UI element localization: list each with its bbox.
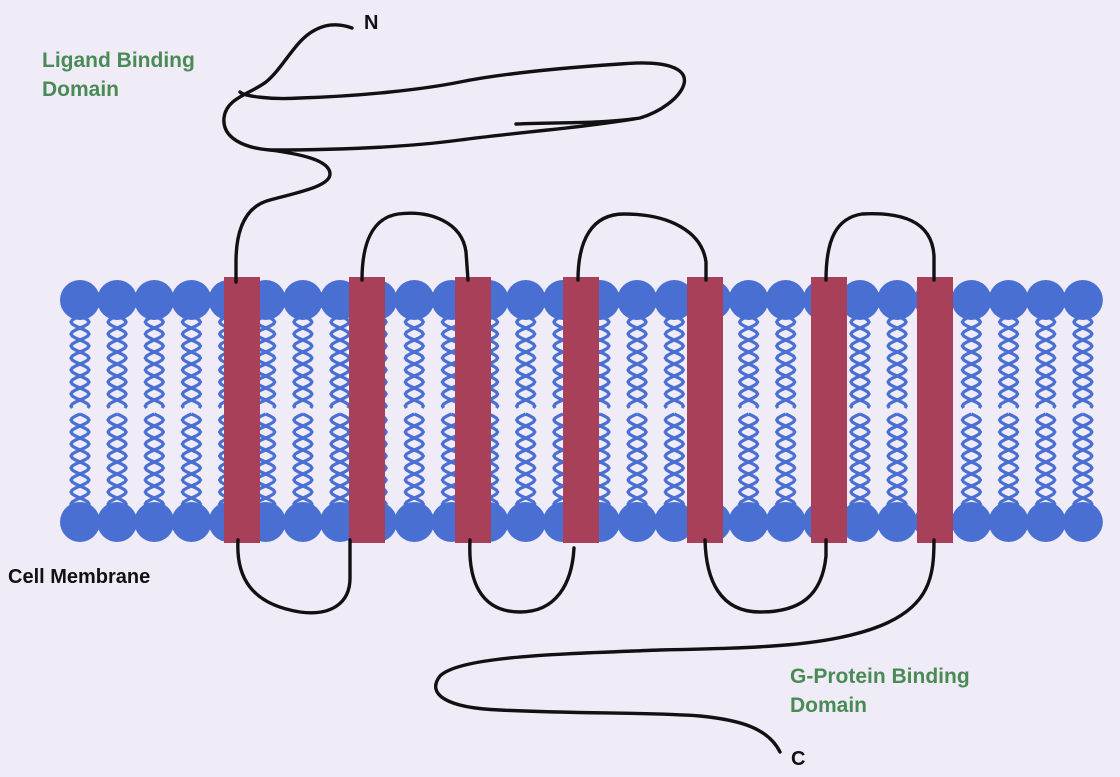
transmembrane-helix-7 bbox=[917, 277, 953, 543]
chain-segment-3 bbox=[238, 540, 350, 613]
lipid-head-inner bbox=[60, 502, 100, 542]
lipid-head-outer bbox=[283, 280, 323, 320]
lipid-head-outer bbox=[134, 280, 174, 320]
chain-segment-7 bbox=[705, 540, 826, 612]
chain-segment-8 bbox=[826, 214, 934, 280]
chain-segment-9 bbox=[436, 540, 934, 752]
lipid-head-outer bbox=[171, 280, 211, 320]
lipid-head-outer bbox=[877, 280, 917, 320]
transmembrane-helix-4 bbox=[563, 277, 599, 543]
chain-segment-6 bbox=[578, 214, 706, 280]
chain-segment-5 bbox=[470, 540, 574, 612]
ligand-domain-line-1: Ligand Binding bbox=[42, 46, 195, 75]
transmembrane-helix-3 bbox=[455, 277, 491, 543]
transmembrane-helix-6 bbox=[811, 277, 847, 543]
lipid-head-inner bbox=[171, 502, 211, 542]
lipid-head-inner bbox=[1026, 502, 1066, 542]
gprotein-domain-line-1: G-Protein Binding bbox=[790, 662, 970, 691]
lipid-head-inner bbox=[97, 502, 137, 542]
lipid-head-outer bbox=[989, 280, 1029, 320]
lipid-head-outer bbox=[766, 280, 806, 320]
lipid-head-inner bbox=[1063, 502, 1103, 542]
lipid-head-outer bbox=[729, 280, 769, 320]
lipid-head-outer bbox=[97, 280, 137, 320]
lipid-head-inner bbox=[951, 502, 991, 542]
lipid-head-outer bbox=[951, 280, 991, 320]
lipid-head-inner bbox=[394, 502, 434, 542]
lipid-head-inner bbox=[617, 502, 657, 542]
chain-segment-2 bbox=[236, 150, 330, 282]
lipid-head-inner bbox=[766, 502, 806, 542]
lipid-head-outer bbox=[506, 280, 546, 320]
c-terminus-label: C bbox=[791, 748, 805, 771]
cell-membrane-label: Cell Membrane bbox=[8, 566, 150, 589]
chain-segment-4 bbox=[362, 213, 468, 280]
lipid-head-inner bbox=[134, 502, 174, 542]
transmembrane-helix-2 bbox=[349, 277, 385, 543]
lipid-head-inner bbox=[506, 502, 546, 542]
lipid-head-inner bbox=[283, 502, 323, 542]
lipid-head-outer bbox=[1063, 280, 1103, 320]
ligand-domain-line-2: Domain bbox=[42, 75, 195, 104]
ligand-binding-domain-label: Ligand Binding Domain bbox=[42, 46, 195, 104]
transmembrane-helix-5 bbox=[687, 277, 723, 543]
g-protein-binding-domain-label: G-Protein Binding Domain bbox=[790, 662, 970, 720]
lipid-head-outer bbox=[60, 280, 100, 320]
lipid-head-inner bbox=[877, 502, 917, 542]
lipid-head-outer bbox=[617, 280, 657, 320]
transmembrane-helix-1 bbox=[224, 277, 260, 543]
lipid-head-outer bbox=[1026, 280, 1066, 320]
n-terminus-label: N bbox=[364, 12, 378, 35]
lipid-head-outer bbox=[394, 280, 434, 320]
lipid-head-inner bbox=[989, 502, 1029, 542]
chain-segment-1 bbox=[224, 25, 685, 150]
lipid-head-inner bbox=[729, 502, 769, 542]
gprotein-domain-line-2: Domain bbox=[790, 691, 970, 720]
